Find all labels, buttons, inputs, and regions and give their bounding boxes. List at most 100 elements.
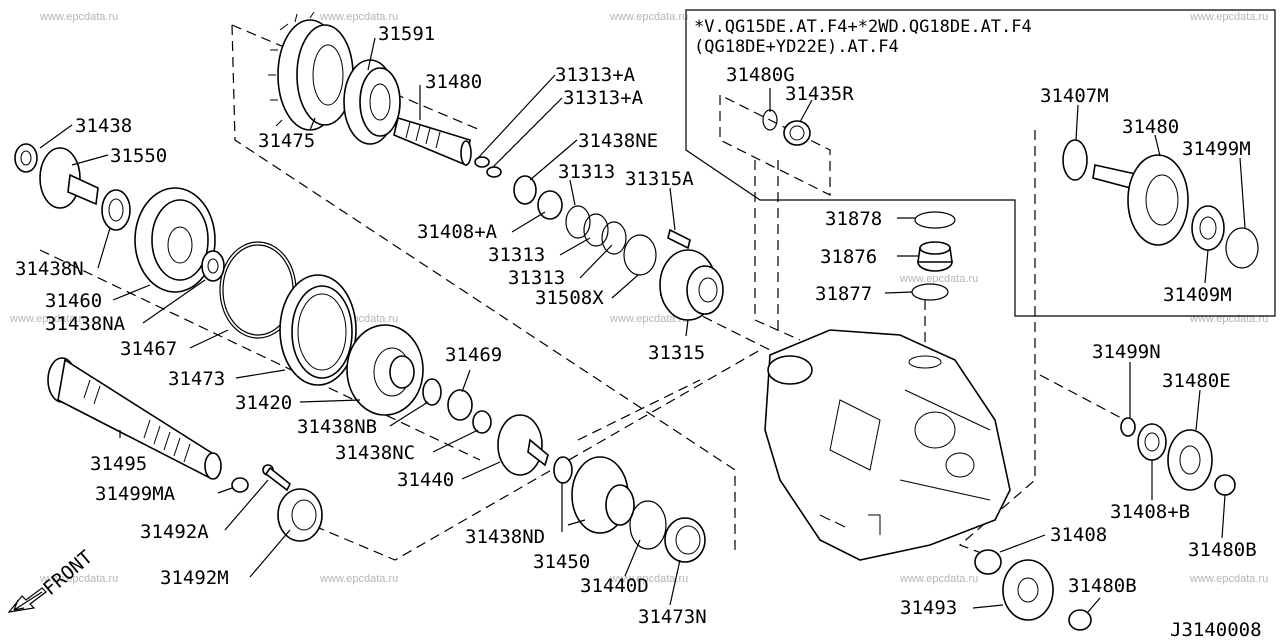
bearing-31408B [1137,423,1167,461]
callout-31440D: 31440D [580,575,649,597]
drum-31460 [134,187,216,293]
callout-31438ND: 31438ND [465,526,545,548]
gear-31550 [39,147,99,209]
callout-31407M: 31407M [1040,85,1109,107]
callout-31435R: 31435R [785,83,854,105]
shaft-31480 [393,116,472,167]
pinion-31469 [447,389,473,421]
callout-31315: 31315 [648,342,705,364]
transmission-case [764,329,1011,561]
callout-31438N: 31438N [15,258,84,280]
callout-31315A: 31315A [625,168,694,190]
bearing-31438NE [513,175,563,220]
ring-31440D [629,500,667,550]
ring-31878 [914,211,956,229]
gear-31475 [268,11,354,131]
leader-lines [39,37,1246,613]
shims-31313 [565,205,627,255]
watermark: www.epcdata.ru [1189,573,1268,585]
callout-31492M: 31492M [160,567,229,589]
cap-31480B [1214,474,1236,496]
callout-31408B: 31408+B [1110,501,1190,523]
callout-31420: 31420 [235,392,292,414]
watermark: www.epcdata.ru [39,573,118,585]
ring-31508X [623,234,657,276]
callout-31440: 31440 [397,469,454,491]
variant-header-line2: (QG18DE+YD22E).AT.F4 [694,37,899,57]
callout-31493: 31493 [900,597,957,619]
callout-31313-low: 31313 [508,267,565,289]
callout-31473: 31473 [168,368,225,390]
gear-31420 [346,324,424,416]
callout-31408: 31408 [1050,524,1107,546]
gear-31493 [1002,559,1054,621]
bolt-31492A [262,464,292,492]
callout-31438: 31438 [75,115,132,137]
callout-31499MA: 31499MA [95,483,176,505]
callout-31877: 31877 [815,283,872,305]
bearing-31409M [1191,205,1225,251]
callout-31460: 31460 [45,290,102,312]
callout-31591: 31591 [378,23,435,45]
figure-code: J3140008 [1170,619,1262,640]
callout-31409M: 31409M [1163,284,1232,306]
callout-31499N: 31499N [1092,341,1161,363]
bearing-31591 [343,59,401,145]
seal-31473N [664,517,706,563]
shaft-31480-inset [1092,154,1189,246]
watermark: www.epcdata.ru [609,313,688,325]
watermark: www.epcdata.ru [899,573,978,585]
washer-31438 [14,143,38,173]
washer-31438NC [472,410,492,434]
watermark: www.epcdata.ru [609,11,688,23]
callout-31475: 31475 [258,130,315,152]
callout-31467: 31467 [120,338,177,360]
ring-31499MA [231,477,249,493]
callout-31313A-2: 31313+A [563,87,644,109]
callout-31473N: 31473N [638,606,707,628]
bearing-31438N [101,189,131,231]
callout-31878: 31878 [825,208,882,230]
plug-31876 [917,241,953,272]
callout-31313-top: 31313 [558,161,615,183]
callout-31876: 31876 [820,246,877,268]
callout-31469: 31469 [445,344,502,366]
ring-31313A [474,156,502,178]
ring-31499N [1120,417,1136,437]
gear-31450 [571,456,635,534]
gear-31440 [497,414,549,476]
watermark: www.epcdata.ru [39,11,118,23]
callout-31450: 31450 [533,551,590,573]
callout-31499M: 31499M [1182,138,1251,160]
watermark: www.epcdata.ru [1189,313,1268,325]
retainer-31492M [277,488,323,542]
callout-31438NC: 31438NC [335,442,415,464]
variant-inset-frame: *V.QG15DE.AT.F4+*2WD.QG18DE.AT.F4 (QG18D… [685,9,1276,317]
callout-31550: 31550 [110,145,167,167]
callout-31480-inset: 31480 [1122,116,1179,138]
callout-31438NA: 31438NA [45,313,126,335]
watermark: www.epcdata.ru [899,273,978,285]
watermark: www.epcdata.ru [609,573,688,585]
callout-31495: 31495 [90,453,147,475]
ring-31499M [1225,227,1259,269]
shaft-31495 [47,357,222,480]
callout-31408A: 31408+A [417,221,498,243]
washer-31438ND [553,456,573,484]
callout-31492A: 31492A [140,521,209,543]
bolt-31315A [667,228,691,250]
callout-31438NB: 31438NB [297,416,377,438]
washer-31438NA [201,250,225,282]
callout-31313A-1: 31313+A [555,64,636,86]
callout-labels: 31591 31480 31313+A 31313+A 31475 31438 … [15,23,1257,628]
callout-31480B-lower: 31480B [1068,575,1137,597]
watermark: www.epcdata.ru [9,313,88,325]
callout-31480E: 31480E [1162,370,1231,392]
watermark: www.epcdata.ru [1189,11,1268,23]
callout-31480G: 31480G [726,64,795,86]
variant-header-line1: *V.QG15DE.AT.F4+*2WD.QG18DE.AT.F4 [694,17,1032,37]
callout-31480: 31480 [425,71,482,93]
oring-31877 [911,283,949,301]
